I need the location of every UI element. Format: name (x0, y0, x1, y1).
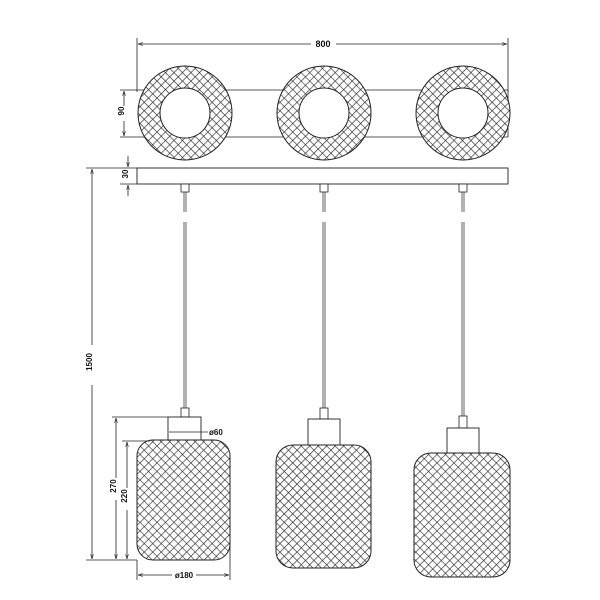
depth-dimension: 90 (117, 89, 137, 138)
holder-diameter-label: ø60 (209, 428, 223, 437)
lamp-height-dimension: 270 (109, 416, 168, 559)
mesh-shade-2 (275, 444, 372, 569)
pendant-1 (136, 183, 231, 561)
shade-diameter-dimension: ø180 (136, 540, 231, 580)
overall-height-label: 1500 (85, 353, 94, 371)
pendant-2 (275, 183, 372, 569)
shade-height-label: 220 (120, 489, 129, 503)
width-dimension: 800 (136, 38, 509, 92)
lamp-holder-2 (307, 418, 341, 447)
lamp-holder-1 (167, 416, 202, 442)
pendant-3 (413, 183, 511, 578)
lamp-height-label: 270 (109, 479, 118, 493)
mesh-shade-3 (413, 452, 511, 578)
width-label: 800 (315, 39, 330, 49)
top-view-shade-2 (276, 65, 372, 161)
shade-height-dimension: 220 (120, 440, 150, 559)
top-view (137, 65, 511, 161)
depth-label: 90 (117, 106, 126, 115)
canopy-bar (136, 167, 509, 185)
overall-height-dimension: 1500 (85, 169, 137, 561)
holder-diameter-dimension: ø60 (169, 428, 223, 437)
mesh-shade-1 (136, 439, 231, 561)
lamp-holder-3 (446, 427, 480, 455)
canopy-height-dimension: 30 (86, 156, 137, 196)
top-view-shade-3 (415, 65, 511, 161)
shade-diameter-label: ø180 (175, 571, 194, 580)
canopy-height-label: 30 (121, 169, 130, 178)
top-view-shade-1 (137, 65, 233, 161)
